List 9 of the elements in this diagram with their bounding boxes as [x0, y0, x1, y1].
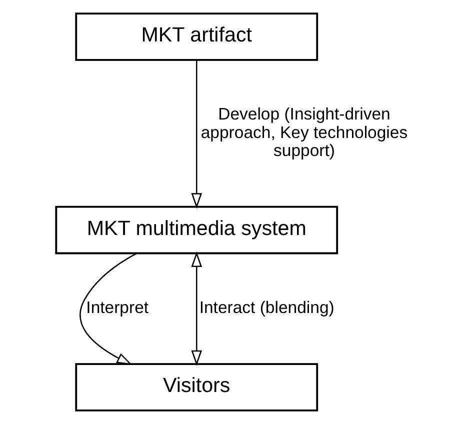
edge-label: Interact (blending) [199, 298, 334, 318]
arrow [191, 252, 202, 366]
node-box: MKT multimedia system [55, 206, 338, 254]
node-box: Visitors [75, 363, 318, 412]
arrow [191, 60, 202, 209]
edge-label: Interpret [86, 298, 149, 318]
arrow [80, 252, 137, 365]
edge-label: Develop (Insight-driven approach, Key technologies support) [200, 104, 408, 160]
node-box: MKT artifact [75, 12, 318, 61]
